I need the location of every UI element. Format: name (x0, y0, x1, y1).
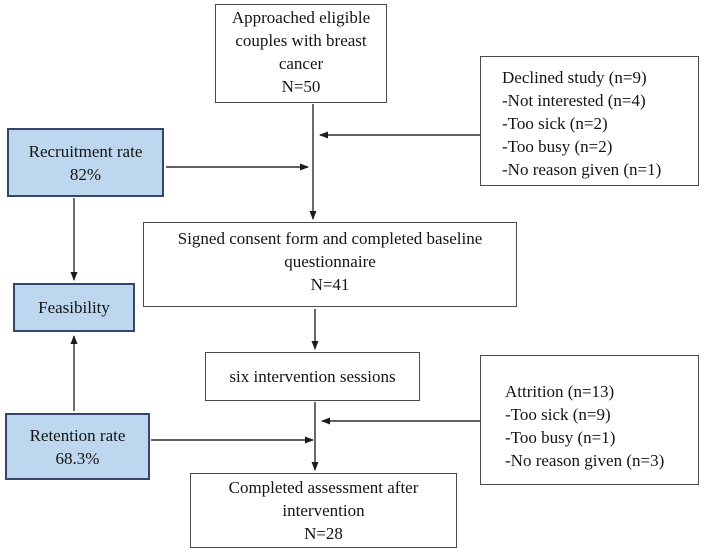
node-signed-consent: Signed consent form and completed baseli… (143, 222, 517, 307)
node-approached-text: Approached eligible couples with breast … (231, 8, 371, 73)
node-declined-item: -Too sick (n=2) (502, 114, 608, 133)
node-attrition-item: -Too sick (n=9) (505, 405, 611, 424)
node-completed-text: Completed assessment after intervention (228, 478, 419, 520)
node-completed-assessment: Completed assessment after intervention … (190, 473, 457, 548)
node-attrition-title: Attrition (n=13) (505, 382, 615, 401)
node-recruitment-label: Recruitment rate (28, 141, 143, 161)
node-sessions-label: six intervention sessions (229, 367, 396, 386)
node-recruitment-value: 82% (69, 164, 102, 184)
node-consent-text: Signed consent form and completed baseli… (177, 229, 483, 271)
node-retention-value: 68.3% (55, 448, 100, 468)
node-recruitment-rate: Recruitment rate 82% (7, 128, 164, 197)
node-completed-n: N=28 (304, 524, 343, 543)
node-declined-study: Declined study (n=9) -Not interested (n=… (480, 56, 699, 186)
node-approached-couples: Approached eligible couples with breast … (215, 4, 387, 103)
node-declined-item: -Too busy (n=2) (502, 137, 613, 156)
node-feasibility: Feasibility (13, 283, 135, 332)
node-consent-n: N=41 (310, 275, 350, 294)
node-retention-label: Retention rate (29, 425, 126, 445)
node-feasibility-label: Feasibility (38, 298, 110, 317)
node-attrition-item: -No reason given (n=3) (505, 451, 665, 470)
node-attrition-item: -Too busy (n=1) (505, 428, 616, 447)
node-approached-n: N=50 (281, 77, 321, 96)
node-attrition: Attrition (n=13) -Too sick (n=9) -Too bu… (480, 355, 699, 485)
node-declined-item: -No reason given (n=1) (502, 160, 662, 179)
node-declined-item: -Not interested (n=4) (502, 91, 646, 110)
node-declined-title: Declined study (n=9) (502, 68, 647, 87)
node-intervention-sessions: six intervention sessions (205, 352, 420, 401)
node-retention-rate: Retention rate 68.3% (5, 413, 150, 480)
